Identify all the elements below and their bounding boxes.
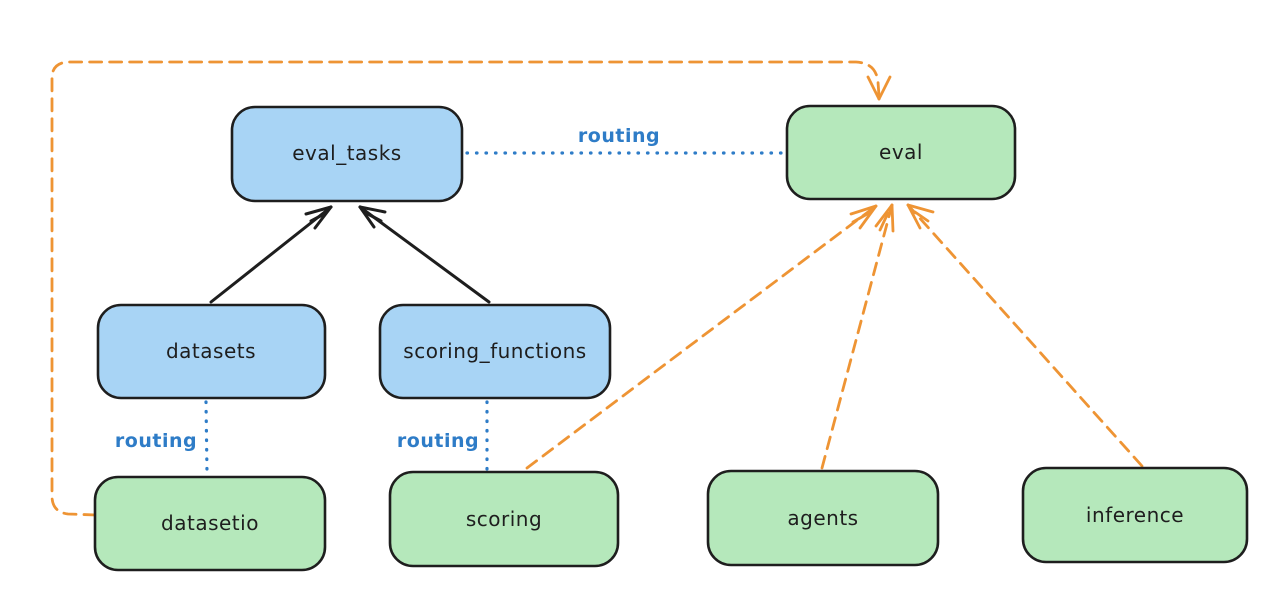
node-eval-tasks-box xyxy=(230,105,464,203)
node-scoring-functions: scoring_functions xyxy=(378,303,612,400)
node-eval-tasks: eval_tasks xyxy=(230,105,464,203)
node-eval-label: eval xyxy=(879,140,923,164)
node-datasets: datasets xyxy=(96,303,327,400)
node-datasetio-box xyxy=(93,475,327,572)
routing-label-scoring-functions-scoring: routing xyxy=(397,430,479,452)
node-scoring-label: scoring xyxy=(466,507,542,531)
edge-datasets-to-eval-tasks xyxy=(209,205,333,304)
edge-scoring-to-eval xyxy=(525,204,878,470)
node-datasets-box xyxy=(96,303,327,400)
routing-label-eval-tasks-eval: routing xyxy=(578,125,660,147)
edge-scoring-functions-to-eval-tasks xyxy=(358,205,491,304)
node-agents-box xyxy=(706,469,940,567)
edge-datasetio-to-eval xyxy=(50,60,892,517)
edge-inference-to-eval xyxy=(906,203,1144,468)
node-datasetio: datasetio xyxy=(93,475,327,572)
node-agents: agents xyxy=(706,469,940,567)
node-scoring-box xyxy=(388,470,620,568)
node-agents-label: agents xyxy=(787,506,858,530)
node-datasetio-label: datasetio xyxy=(161,511,259,535)
edge-agents-to-eval xyxy=(820,203,895,470)
node-datasets-label: datasets xyxy=(166,339,256,363)
node-scoring-functions-box xyxy=(378,303,612,400)
node-inference-label: inference xyxy=(1086,503,1184,527)
node-scoring-functions-label: scoring_functions xyxy=(403,339,586,363)
node-eval-tasks-label: eval_tasks xyxy=(292,141,401,165)
node-inference: inference xyxy=(1021,466,1249,564)
node-eval-box xyxy=(785,104,1017,201)
node-eval: eval xyxy=(785,104,1017,201)
routing-label-datasets-datasetio: routing xyxy=(115,430,197,452)
edge-routing-datasets-datasetio xyxy=(204,400,209,475)
node-inference-box xyxy=(1021,466,1249,564)
node-scoring: scoring xyxy=(388,470,620,568)
